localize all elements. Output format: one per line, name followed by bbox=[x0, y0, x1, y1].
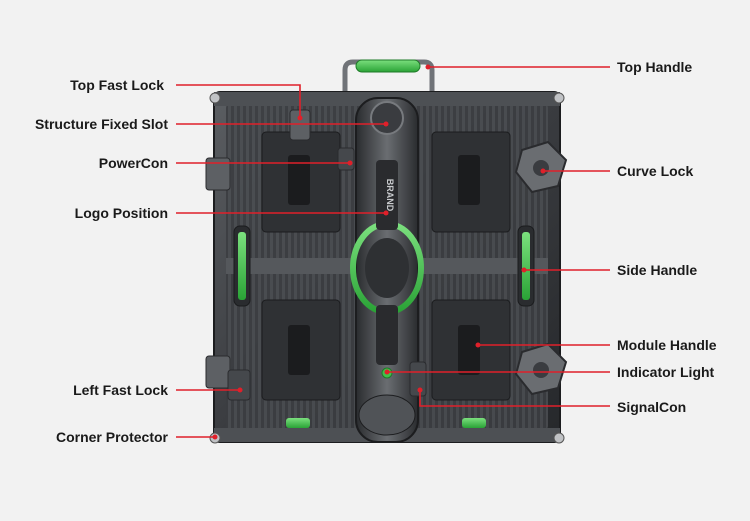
leader-top-fast-lock bbox=[176, 84, 301, 118]
side-handles bbox=[233, 225, 535, 307]
logo-text: BRAND bbox=[385, 179, 395, 212]
led-modules bbox=[261, 131, 511, 401]
leader-structure-fixed-slot-dot bbox=[383, 121, 389, 127]
central-spine: BRAND bbox=[350, 97, 424, 443]
indicator-light-label: Indicator Light bbox=[617, 364, 715, 380]
module-handle bbox=[288, 155, 310, 205]
leader-indicator-light-dot bbox=[384, 369, 390, 375]
leader-top-fast-lock-dot bbox=[297, 115, 303, 121]
leader-powercon-dot bbox=[347, 160, 353, 166]
left-fast-lock-label: Left Fast Lock bbox=[73, 382, 168, 398]
powercon-label: PowerCon bbox=[98, 155, 168, 171]
module-handle-label: Module Handle bbox=[617, 337, 717, 353]
structure-fixed-slot-label: Structure Fixed Slot bbox=[34, 116, 168, 132]
curve-lock-label: Curve Lock bbox=[617, 163, 694, 179]
top-fast-lock-label: Top Fast Lock bbox=[70, 77, 164, 93]
top-handle-label: Top Handle bbox=[617, 59, 693, 75]
leader-logo-position-dot bbox=[383, 210, 389, 216]
leader-lines bbox=[176, 64, 610, 440]
curve-locks bbox=[514, 140, 568, 396]
bottom-latches bbox=[209, 92, 565, 444]
leader-signalcon bbox=[419, 390, 610, 407]
leader-top-handle-dot bbox=[425, 64, 431, 70]
leader-curve-lock-dot bbox=[540, 168, 546, 174]
logo-position-label: Logo Position bbox=[74, 205, 168, 221]
leader-side-handle-dot bbox=[521, 267, 527, 273]
leader-corner-protector-dot bbox=[212, 434, 218, 440]
leader-module-handle-dot bbox=[475, 342, 481, 348]
corner-protector-label: Corner Protector bbox=[55, 429, 168, 445]
left-fast-locks bbox=[205, 109, 427, 401]
signalcon-label: SignalCon bbox=[617, 399, 687, 415]
leader-signalcon-dot bbox=[417, 387, 423, 393]
leader-left-fast-lock-dot bbox=[237, 387, 243, 393]
side-handle-label: Side Handle bbox=[617, 262, 698, 278]
